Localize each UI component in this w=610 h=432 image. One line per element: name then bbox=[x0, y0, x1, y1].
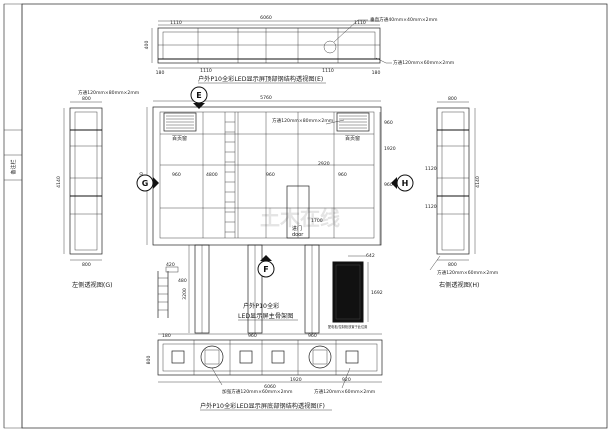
vent-right bbox=[336, 112, 370, 132]
left-view: 800 方通120mm×80mm×2mm 4140 800 左侧透视图(G) bbox=[56, 89, 140, 289]
dim-front-span-2920: 2920 bbox=[318, 161, 330, 167]
dim-top-total: 6060 bbox=[260, 15, 272, 21]
vent-right-label: 百页窗 bbox=[345, 135, 360, 142]
dim-cabinet-w: 642 bbox=[366, 253, 375, 259]
door-label-cn: 进门 bbox=[292, 225, 302, 232]
callout-front-tube: 方通120mm×80mm×2mm bbox=[272, 117, 334, 124]
title-block: 备注栏 bbox=[3, 3, 23, 429]
callout-left-tube: 方通120mm×80mm×2mm bbox=[78, 89, 140, 96]
callout-top-tube-small: 垂直方通40mm×40mm×2mm bbox=[370, 16, 438, 23]
callout-bottom-tube-a: 加强方通120mm×60mm×2mm bbox=[222, 388, 293, 395]
callout-right-tube: 方通120mm×60mm×2mm bbox=[437, 269, 499, 276]
dim-right-row-1: 1120 bbox=[425, 166, 437, 172]
dim-top-right: 1110 bbox=[354, 20, 366, 26]
dim-bottom-small: 180 bbox=[162, 333, 171, 339]
door-label-en: door bbox=[292, 232, 304, 238]
dim-top-right-bottom: 1110 bbox=[322, 68, 334, 74]
top-view-title: 户外P10全彩LED显示屏顶部钢结构透视图(E) bbox=[198, 75, 323, 83]
dim-ladder-w: 420 bbox=[166, 262, 175, 268]
section-marker-e: E bbox=[190, 86, 208, 109]
dim-front-span-960c: 960 bbox=[266, 172, 275, 178]
front-view-title-1: 户外P10全彩 bbox=[243, 302, 279, 310]
right-view: 800 4140 1120 1120 800 方通120mm×60mm×2mm … bbox=[425, 96, 499, 289]
dim-front-span-1700: 1700 bbox=[311, 218, 323, 224]
dim-top-depth: 400 bbox=[144, 41, 150, 50]
svg-text:F: F bbox=[263, 265, 268, 274]
svg-text:H: H bbox=[402, 179, 409, 188]
svg-text:G: G bbox=[142, 179, 149, 188]
top-view: 6060 1110 1110 400 180 180 1110 1110 垂直方… bbox=[144, 15, 455, 84]
cabinet-note: 配电柜/控制柜放置于此位置 bbox=[328, 324, 367, 329]
section-marker-g: G bbox=[136, 174, 159, 192]
dim-bottom-tail: 920 bbox=[342, 377, 351, 383]
vent-left-label: 百页窗 bbox=[172, 135, 187, 142]
dim-left-height: 4140 bbox=[56, 176, 62, 188]
title-block-label: 备注栏 bbox=[10, 159, 17, 174]
dim-bottom-960a: 960 bbox=[248, 333, 257, 339]
front-view-title-2: LED显示屏主骨架图 bbox=[238, 312, 293, 320]
section-marker-f: F bbox=[257, 255, 275, 278]
left-view-title: 左侧透视图(G) bbox=[72, 281, 113, 289]
dim-front-span-4800: 4800 bbox=[206, 172, 218, 178]
callout-top-tube-main: 方通120mm×60mm×2mm bbox=[393, 59, 455, 66]
dim-leg-height: 3200 bbox=[182, 288, 188, 300]
internal-ladder bbox=[224, 112, 236, 238]
dim-front-span-960d: 960 bbox=[338, 172, 347, 178]
right-view-title: 右侧透视图(H) bbox=[439, 281, 479, 289]
callout-bottom-tube-b: 方通120mm×60mm×2mm bbox=[314, 388, 376, 395]
dim-cabinet-h: 1692 bbox=[371, 290, 383, 296]
dim-bottom-total: 6060 bbox=[264, 384, 276, 390]
dim-right-width-bottom: 800 bbox=[448, 262, 457, 268]
dim-top-side-right: 180 bbox=[372, 70, 381, 76]
external-ladder: 420 480 bbox=[157, 262, 187, 318]
dim-bottom-960b: 960 bbox=[308, 333, 317, 339]
door bbox=[286, 185, 310, 239]
dim-top-left-bottom: 1110 bbox=[200, 68, 212, 74]
dim-bottom-depth: 800 bbox=[146, 356, 152, 365]
dim-ladder-h: 480 bbox=[178, 278, 187, 284]
control-cabinet: 642 1692 配电柜/控制柜放置于此位置 bbox=[328, 253, 383, 329]
section-marker-h: H bbox=[391, 174, 414, 192]
bottom-mount-plates bbox=[171, 345, 359, 369]
svg-text:E: E bbox=[196, 91, 201, 100]
dim-bottom-mid: 1920 bbox=[290, 377, 302, 383]
support-legs bbox=[194, 244, 320, 334]
dim-front-right-1920: 1920 bbox=[384, 146, 396, 152]
dim-front-right-960b: 960 bbox=[384, 182, 393, 188]
dim-right-row-2: 1120 bbox=[425, 204, 437, 210]
dim-front-right-960: 960 bbox=[384, 120, 393, 126]
bottom-view: 800 180 960 960 6060 1920 920 加强方通120mm×… bbox=[146, 333, 383, 411]
bottom-view-title: 户外P10全彩LED显示屏底部钢结构透视图(F) bbox=[200, 402, 325, 410]
dim-right-height: 4140 bbox=[475, 176, 481, 188]
dim-front-total: 5760 bbox=[260, 95, 272, 101]
watermark: 土木在线 bbox=[260, 206, 340, 230]
vent-left bbox=[163, 112, 197, 132]
dim-top-side-left: 180 bbox=[156, 70, 165, 76]
dim-left-width-bottom: 800 bbox=[82, 262, 91, 268]
dim-top-left: 1110 bbox=[170, 20, 182, 26]
dim-left-width-top: 800 bbox=[82, 96, 91, 102]
dim-right-width-top: 800 bbox=[448, 96, 457, 102]
dim-front-span-960: 960 bbox=[172, 172, 181, 178]
